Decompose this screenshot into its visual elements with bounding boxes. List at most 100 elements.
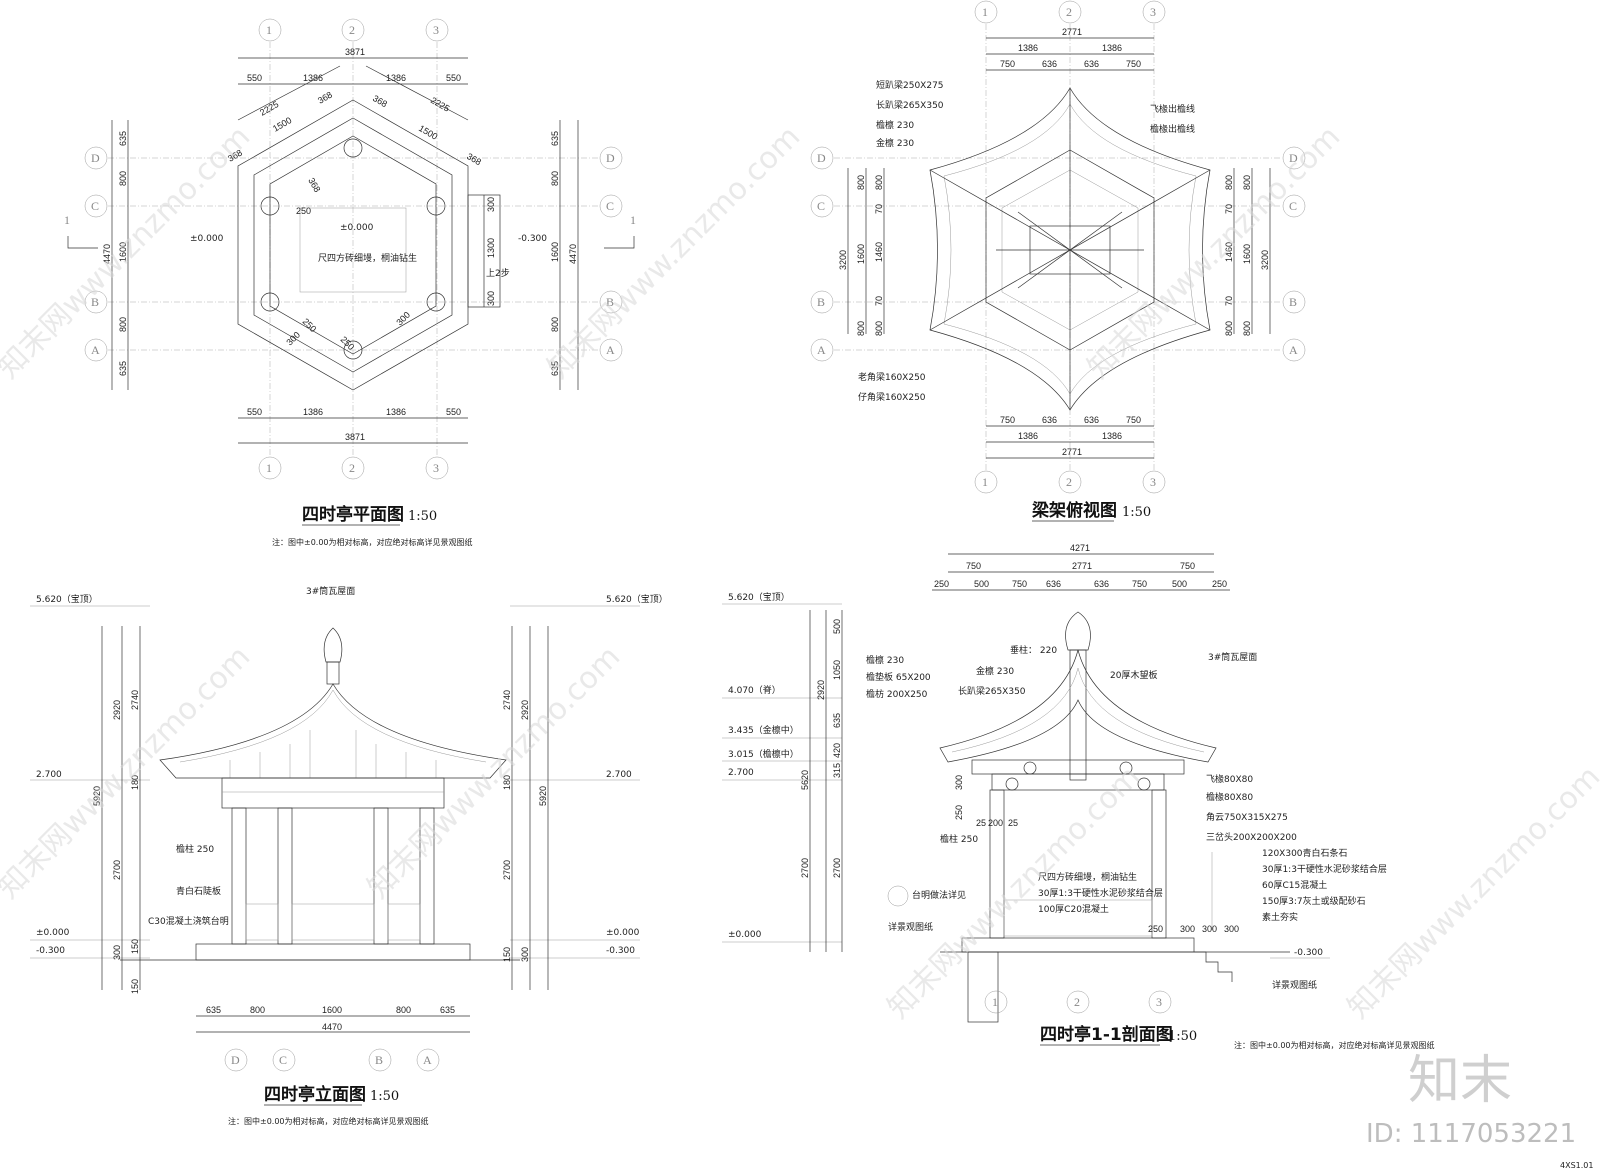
elev-vdim-150-b: 150: [130, 979, 140, 994]
plan-axis-1: 1: [266, 23, 272, 37]
sec-level-top: 5.620（宝顶）: [728, 591, 790, 603]
sec-detail-ref: 台明做法详见: [912, 889, 966, 901]
sec-level-gold: 3.435（金檩中）: [728, 724, 799, 736]
plan-axis-C: C: [91, 199, 99, 213]
beam-side-inner-3: 1460: [874, 242, 884, 262]
elev-note: 注：图中±0.00为相对标高，对应绝对标高详见景观图纸: [228, 1116, 429, 1126]
elev-label-column: 檐柱 250: [176, 843, 214, 855]
sec-top-sub-5: 636: [1094, 579, 1109, 589]
elev-level-0-right: ±0.000: [606, 928, 640, 938]
sec-label-hanging-post: 垂柱： 220: [1010, 644, 1057, 656]
sec-level-0: ±0.000: [728, 930, 762, 940]
sec-floor-layer-1: 尺四方砖细墁，桐油钻生: [1038, 871, 1137, 883]
plan-left-dim-4: 800: [118, 317, 128, 332]
sec-label-gold-purlin: 金檩 230: [976, 665, 1014, 677]
sec-level-neg: -0.300: [1294, 948, 1323, 958]
plan-total-width: 3871: [345, 47, 365, 57]
sec-top-total: 4271: [1070, 543, 1090, 553]
beam-top-dim-a: 1386: [1018, 43, 1038, 53]
elevation-view: 3#筒瓦屋面 5.620（宝顶） 2.700 ±0.000 -0.30: [30, 585, 668, 1126]
elev-right-vdim-300: 300: [520, 947, 530, 962]
sec-small-dim-25a: 25: [976, 818, 986, 828]
elev-vdim-2920: 2920: [112, 700, 122, 720]
elev-level-top-right: 5.620（宝顶）: [606, 593, 668, 605]
section-mark-left: 1: [64, 213, 70, 227]
plan-left-total: 4470: [102, 244, 112, 264]
beam-bottom-dim-1: 750: [1000, 415, 1015, 425]
sec-floor-layer-2: 30厚1:3干硬性水泥砂浆结合层: [1038, 887, 1163, 899]
sec-top-sub-7: 500: [1172, 579, 1187, 589]
section-mark-right: 1: [630, 213, 636, 227]
plan-right-dim-5: 635: [550, 361, 560, 376]
plan-diag-7: 2225: [429, 95, 451, 114]
beam-right-dim-2: 1600: [1242, 244, 1252, 264]
sheet-number: 4XS1.01: [1560, 1161, 1593, 1170]
sec-top-sub-8: 250: [1212, 579, 1227, 589]
elev-vdim-5920: 5920: [92, 786, 102, 806]
sec-axis-1: 1: [992, 995, 998, 1009]
elev-level-2700-right: 2.700: [606, 770, 632, 780]
sec-vdim-2700: 2700: [800, 858, 810, 878]
plan-axis-C-right: C: [606, 199, 614, 213]
watermark-2: 知末网www.znzmo.com: [541, 119, 807, 385]
beam-bottom-dim-b: 1386: [1102, 431, 1122, 441]
beam-right-dim-3: 800: [1242, 321, 1252, 336]
elev-level-0-left: ±0.000: [36, 928, 70, 938]
beam-right-total: 3200: [1260, 250, 1270, 270]
sec-top-sub-4: 636: [1046, 579, 1061, 589]
sec-small-dim-25b: 25: [1008, 818, 1018, 828]
beam-label-flying-rafter: 飞椽出檐线: [1150, 103, 1195, 115]
beam-bottom-dim-2: 636: [1042, 415, 1057, 425]
elev-right-vdim-150: 150: [502, 947, 512, 962]
plan-inner-dim-5: 300: [394, 310, 412, 328]
plan-bottom-dim-2: 1386: [303, 407, 323, 417]
plan-right-dim-2: 800: [550, 171, 560, 186]
elev-level-neg-right: -0.300: [606, 946, 635, 956]
elev-right-vdim-2700: 2700: [502, 860, 512, 880]
beam-bottom-dim-a: 1386: [1018, 431, 1038, 441]
elev-level-2700-left: 2.700: [36, 770, 62, 780]
beam-side-inner-4: 70: [874, 296, 884, 306]
sec-layer-2: 30厚1:3干硬性水泥砂浆结合层: [1262, 863, 1387, 875]
beam-label-long-beam: 长趴梁265X350: [876, 99, 944, 111]
beam-axis-3-bottom: 3: [1150, 475, 1156, 489]
beam-side-dim-2: 1600: [856, 244, 866, 264]
beam-axis-C: C: [817, 199, 825, 213]
sec-top-sub-3: 750: [1012, 579, 1027, 589]
elev-bottom-dim-2: 800: [250, 1005, 265, 1015]
plan-left-dim-3: 1600: [118, 242, 128, 262]
beam-axis-2-bottom: 2: [1066, 475, 1072, 489]
beam-side-total: 3200: [838, 250, 848, 270]
plan-top-dim-4: 550: [446, 73, 461, 83]
beam-right-inner-5: 800: [1224, 321, 1234, 336]
plan-axis-3-bottom: 3: [433, 461, 439, 475]
beam-axis-1-bottom: 1: [982, 475, 988, 489]
plan-axis-D: D: [91, 151, 100, 165]
sec-label-eave-tie: 檐枋 200X250: [866, 688, 928, 700]
sec-vdim-500: 500: [832, 619, 842, 634]
sec-detail-ref2: 详景观图纸: [888, 921, 933, 933]
sec-label-roof: 3#筒瓦屋面: [1208, 651, 1257, 663]
elev-axis-D: D: [231, 1053, 240, 1067]
sec-vdim-5620: 5620: [800, 770, 810, 790]
sec-layer-3: 60厚C15混凝土: [1262, 879, 1327, 891]
elev-bottom-dim-5: 635: [440, 1005, 455, 1015]
plan-title: 四时亭平面图: [302, 504, 404, 525]
plan-axis-B: B: [91, 295, 99, 309]
plan-right-dim-3: 1600: [550, 242, 560, 262]
plan-left-dim-1: 635: [118, 131, 128, 146]
image-id: ID: 1117053221: [1366, 1119, 1576, 1149]
sec-level-eave: 3.015（檐檩中）: [728, 748, 799, 760]
plan-right-dim-1: 635: [550, 131, 560, 146]
plan-axis-B-right: B: [606, 295, 614, 309]
elev-axis-B: B: [375, 1053, 383, 1067]
beam-right-inner-3: 1460: [1224, 242, 1234, 262]
beam-top-dim-4: 750: [1126, 59, 1141, 69]
plan-scale: 1:50: [408, 509, 437, 524]
elev-right-vdim-2740: 2740: [502, 690, 512, 710]
sec-top-dim-1: 750: [966, 561, 981, 571]
plan-inner-dim-3: 300: [284, 330, 302, 348]
plan-left-dim-5: 635: [118, 361, 128, 376]
sec-step-dim-1: 250: [1148, 924, 1163, 934]
